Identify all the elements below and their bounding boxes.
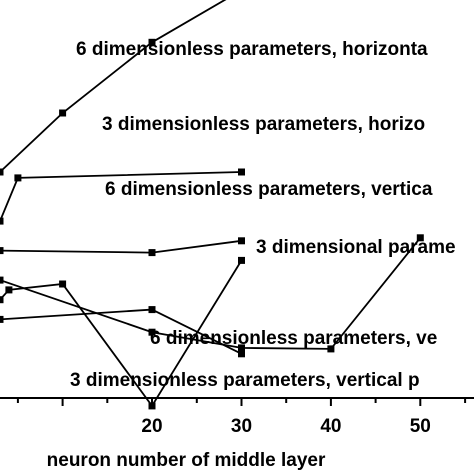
series-label-2: 3 dimensionless parameters, horizo xyxy=(102,114,425,135)
data-point xyxy=(59,280,67,288)
series-label-3: 6 dimensionless parameters, vertica xyxy=(105,179,433,200)
x-tick-label: 40 xyxy=(320,416,341,437)
series-3 xyxy=(0,234,424,353)
data-point xyxy=(238,256,245,264)
data-point xyxy=(59,109,67,117)
data-point xyxy=(148,249,156,257)
data-point xyxy=(148,306,156,314)
series-labels: 6 dimensionless parameters, horizonta 3 … xyxy=(70,39,456,391)
x-tick-label: 20 xyxy=(141,416,162,437)
data-point xyxy=(0,247,4,255)
data-point xyxy=(238,350,245,358)
x-axis-ticks: 20 30 40 50 xyxy=(16,398,467,437)
series-2 xyxy=(0,168,245,225)
series-1 xyxy=(0,0,227,176)
data-point xyxy=(0,276,4,284)
series-label-6: 3 dimensionless parameters, vertical p xyxy=(70,370,420,391)
data-point xyxy=(148,328,156,336)
data-point xyxy=(238,237,245,245)
series-label-5: 6 dimensionless parameters, ve xyxy=(150,328,437,349)
series-4 xyxy=(0,237,245,257)
series-5 xyxy=(0,306,245,358)
x-tick-label: 30 xyxy=(231,416,252,437)
series-label-1: 6 dimensionless parameters, horizonta xyxy=(76,39,428,60)
series-line-1 xyxy=(0,0,227,173)
data-point xyxy=(0,315,4,323)
data-point xyxy=(14,174,22,182)
data-point xyxy=(0,168,4,176)
data-point xyxy=(0,296,4,304)
x-tick-label: 50 xyxy=(410,416,431,437)
x-axis-title: neuron number of middle layer xyxy=(47,450,326,471)
data-point xyxy=(238,344,245,352)
data-point xyxy=(327,345,335,353)
data-point xyxy=(238,168,245,176)
series-label-4: 3 dimensional parame xyxy=(256,237,456,258)
data-point xyxy=(148,38,156,46)
series-line-4 xyxy=(0,239,242,254)
data-point xyxy=(5,286,13,294)
data-point xyxy=(416,234,424,242)
data-point xyxy=(0,217,4,225)
